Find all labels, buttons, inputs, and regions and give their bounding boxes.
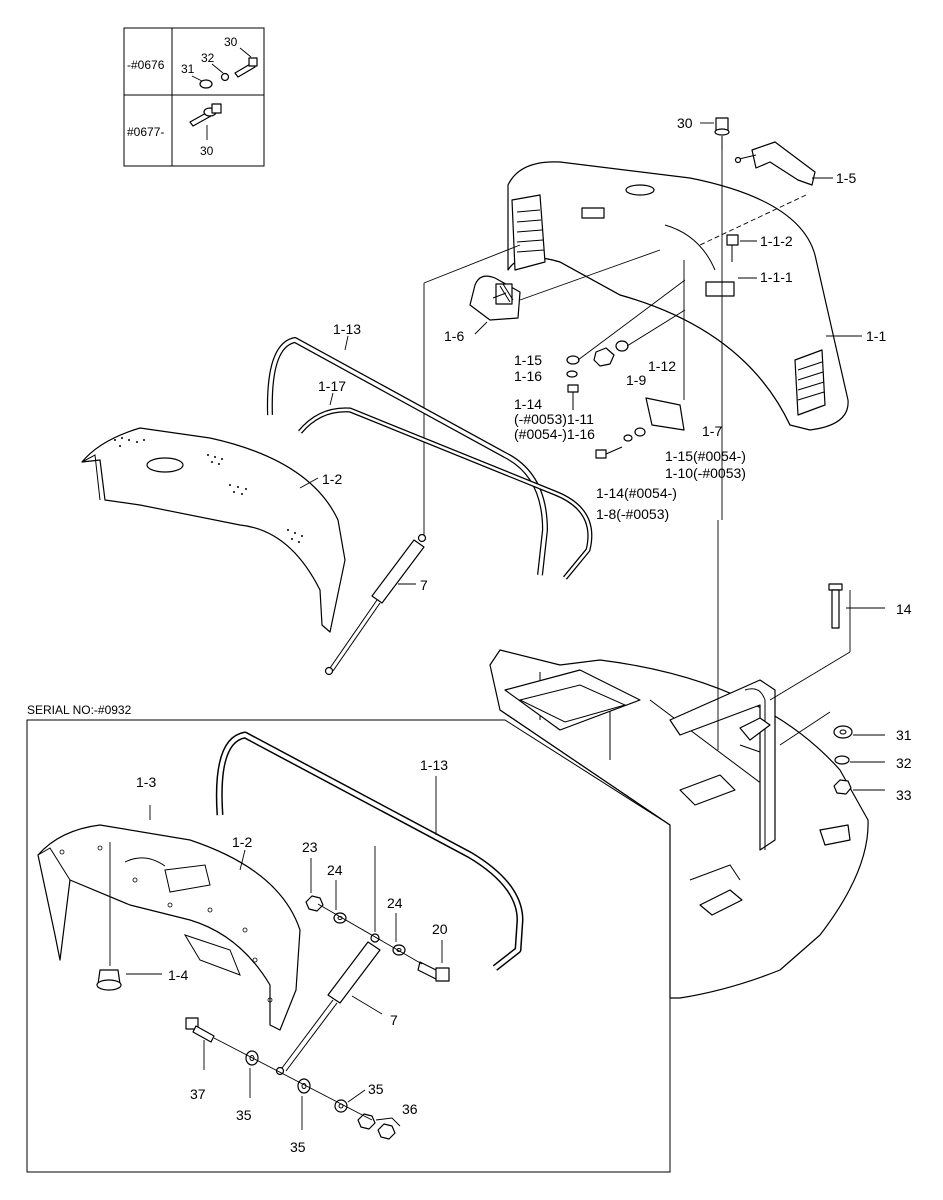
- label-1-14: 1-14: [514, 396, 542, 412]
- serial-box-title: SERIAL NO:-#0932: [27, 703, 132, 717]
- label-7-bottom: 7: [390, 1012, 398, 1028]
- upper-strut-hardware: [305, 858, 450, 982]
- inset-bolt-washer-icon: [189, 103, 222, 140]
- inset-serial-row1: -#0676: [127, 58, 165, 72]
- machine-frame: [489, 520, 869, 999]
- inset-row1-part-32: 32: [201, 51, 215, 65]
- bolt-30-top: [700, 117, 730, 520]
- label-1-3: 1-3: [136, 774, 156, 790]
- hood-handle: [734, 141, 833, 186]
- label-36: 36: [402, 1101, 418, 1117]
- label-33: 33: [896, 787, 912, 803]
- inset-row1-part-31: 31: [181, 62, 195, 76]
- label-24b: 24: [387, 895, 403, 911]
- label-1-1-2: 1-1-2: [760, 233, 793, 249]
- label-1-2-top: 1-2: [322, 471, 342, 487]
- inset-row2-part-30: 30: [200, 144, 214, 158]
- label-1-4: 1-4: [168, 967, 188, 983]
- engine-hood-cover: [507, 161, 849, 431]
- label-1-15: 1-15: [514, 352, 542, 368]
- small-hardware-set: [566, 260, 686, 459]
- gas-strut-lower: [275, 846, 383, 1076]
- label-1-11: (-#0053)1-11: [514, 411, 594, 427]
- label-23: 23: [302, 839, 318, 855]
- label-1-16b: (#0054-)1-16: [514, 426, 595, 442]
- label-1-5: 1-5: [836, 170, 856, 186]
- label-1-6: 1-6: [444, 328, 464, 344]
- label-14: 14: [896, 601, 912, 617]
- hood-latch: [469, 249, 661, 335]
- washer-nut-stack: [779, 711, 885, 795]
- label-1-1-1: 1-1-1: [760, 269, 793, 285]
- inset-serial-row2: #0677-: [127, 125, 164, 139]
- serial-inset-table: -#0676 #0677- 30 32 31 30: [123, 27, 265, 167]
- label-1-13-bottom: 1-13: [420, 757, 448, 773]
- label-1-12: 1-12: [648, 358, 676, 374]
- serial-variant-box: SERIAL NO:-#0932: [26, 703, 671, 1173]
- inner-cover-lower: [37, 805, 301, 1031]
- label-1-14b: 1-14(#0054-): [596, 485, 677, 501]
- label-1-7: 1-7: [702, 423, 722, 439]
- label-30-top: 30: [677, 115, 693, 131]
- label-35b: 35: [290, 1139, 306, 1155]
- label-1-15b: 1-15(#0054-): [665, 448, 746, 464]
- label-31: 31: [896, 727, 912, 743]
- label-1-17: 1-17: [318, 378, 346, 394]
- label-1-13-top: 1-13: [333, 321, 361, 337]
- lower-strut-hardware: [185, 1017, 401, 1140]
- inset-bolt-icon: [191, 47, 258, 89]
- hood-seal-upper: [266, 335, 548, 576]
- pivot-pin: [769, 583, 885, 701]
- label-1-2-bottom: 1-2: [232, 834, 252, 850]
- label-24a: 24: [327, 862, 343, 878]
- label-32: 32: [896, 755, 912, 771]
- label-1-9: 1-9: [626, 372, 646, 388]
- label-20: 20: [432, 921, 448, 937]
- label-35c: 35: [368, 1081, 384, 1097]
- hood-seal-strip: [298, 392, 593, 580]
- label-1-1: 1-1: [866, 328, 886, 344]
- hinge-bolt-and-plate: [699, 194, 807, 279]
- inner-cover-upper: [81, 427, 346, 633]
- label-7-top: 7: [420, 577, 428, 593]
- rubber-grommet: [96, 842, 162, 991]
- label-1-8: 1-8(-#0053): [596, 506, 669, 522]
- label-1-16: 1-16: [514, 368, 542, 384]
- label-35a: 35: [236, 1107, 252, 1123]
- hood-seal-lower: [215, 731, 524, 971]
- gas-strut-upper: [324, 533, 427, 676]
- inset-row1-part-30: 30: [224, 35, 238, 49]
- label-37: 37: [190, 1086, 206, 1102]
- label-1-10: 1-10(-#0053): [665, 465, 746, 481]
